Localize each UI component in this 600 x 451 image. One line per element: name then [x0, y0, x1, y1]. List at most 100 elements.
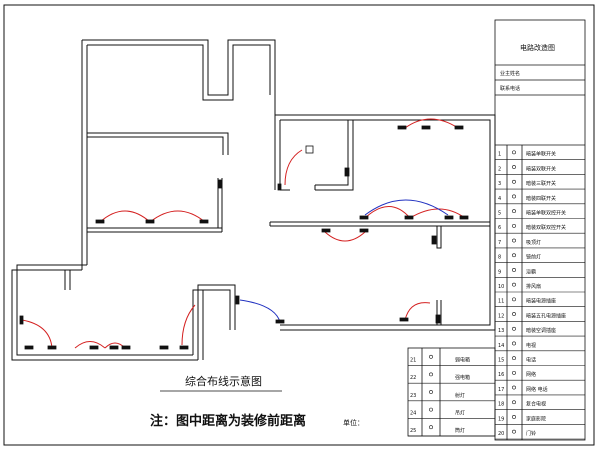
legend-row: 11 暗装电源插座 — [495, 297, 585, 308]
legend-label: 暗装五孔电源插座 — [526, 312, 566, 319]
legend-row: 10 排风扇 — [495, 282, 585, 293]
legend-row: 1 暗装单联开关 — [495, 150, 585, 160]
legend-symbol-icon — [429, 372, 433, 377]
legend-row: 17 网络 电话 — [495, 385, 585, 396]
legend-row: 22 强电箱 — [408, 372, 495, 384]
legend-row: 18 复合电视 — [495, 400, 585, 410]
legend-number: 17 — [498, 387, 504, 393]
legend-symbol-icon — [512, 282, 516, 287]
legend-table-left — [407, 347, 496, 437]
legend-label: 浴霸 — [526, 268, 536, 275]
legend-number: 15 — [498, 358, 504, 364]
legend-row: 15 电话 — [495, 356, 585, 366]
legend-symbol-icon — [512, 253, 516, 258]
legend-row: 5 暗装单联双控开关 — [495, 209, 585, 219]
legend-number: 18 — [498, 402, 504, 408]
legend-symbol-icon — [512, 209, 516, 214]
legend-symbol-icon — [512, 400, 516, 405]
legend-symbol-icon — [512, 356, 516, 361]
legend-label: 门铃 — [526, 430, 536, 437]
legend-label: 网络 — [526, 371, 536, 378]
legend-row: 25 筒灯 — [408, 425, 495, 437]
legend-row: 7 吸顶灯 — [495, 238, 585, 249]
legend-number: 4 — [498, 196, 501, 202]
walls — [11, 39, 496, 361]
legend-number: 5 — [498, 211, 501, 217]
legend-row: 6 暗装双联双控开关 — [495, 223, 585, 234]
legend-label: 电话 — [526, 357, 536, 364]
legend-row: 8 镜前灯 — [495, 253, 585, 263]
legend-symbol-icon — [512, 238, 516, 243]
legend-number: 7 — [498, 240, 501, 246]
legend-label: 吊灯 — [455, 409, 465, 416]
legend-symbol-icon — [512, 429, 516, 434]
legend-symbol-icon — [512, 415, 516, 419]
title-block — [494, 19, 586, 441]
legend-symbol-icon — [512, 385, 516, 390]
legend-number: 24 — [410, 410, 416, 416]
legend-symbol-icon — [512, 341, 516, 346]
legend-symbol-icon — [512, 150, 516, 155]
legend-number: 19 — [498, 416, 504, 422]
legend-row: 3 暗装三联开关 — [495, 179, 585, 190]
legend-number: 6 — [498, 225, 501, 231]
legend-number: 1 — [498, 152, 501, 158]
legend-number: 11 — [498, 299, 504, 305]
legend-symbol-icon — [429, 407, 433, 412]
legend-symbol-icon — [512, 268, 516, 272]
unit-label: 单位： — [343, 418, 364, 427]
legend-label: 家庭影院 — [526, 415, 546, 422]
legend-row: 4 暗装四联开关 — [495, 194, 585, 205]
legend-symbol-icon — [512, 179, 516, 184]
legend-row: 24 吊灯 — [408, 407, 495, 419]
legend-number: 3 — [498, 181, 501, 187]
legend-symbol-icon — [512, 326, 516, 331]
legend-number: 25 — [410, 428, 416, 434]
fixtures — [19, 125, 469, 350]
legend-label: 吸顶灯 — [526, 239, 541, 246]
legend-label: 暗装单联双控开关 — [526, 210, 566, 217]
drawing-name: 电路改造图 — [520, 43, 555, 52]
distance-note: 注：图中距离为装修前距离 — [150, 413, 306, 429]
legend-label: 镜前灯 — [526, 254, 541, 261]
legend-label: 网络 电话 — [526, 386, 548, 393]
legend-label: 强电箱 — [455, 374, 470, 381]
legend-number: 23 — [410, 393, 416, 399]
legend-label: 弱电箱 — [455, 357, 470, 364]
legend-symbol-icon — [512, 194, 516, 199]
legend-label: 暗装三联开关 — [526, 180, 556, 187]
legend-number: 10 — [498, 284, 504, 290]
legend-row: 23 射灯 — [408, 390, 495, 402]
legend-symbol-icon — [429, 390, 433, 394]
legend-symbol-icon — [512, 165, 516, 169]
legend-label: 暗装空调插座 — [526, 327, 556, 334]
legend-symbol-icon — [512, 312, 516, 316]
power-wiring — [21, 118, 466, 349]
legend-label: 筒灯 — [455, 427, 465, 434]
legend-label: 排风扇 — [526, 283, 541, 290]
legend-number: 9 — [498, 269, 501, 275]
legend-row: 19 家庭影院 — [495, 415, 585, 425]
legend-number: 20 — [498, 431, 504, 437]
drawing-frame — [3, 4, 595, 446]
legend-label: 暗装单联开关 — [526, 151, 556, 158]
legend-number: 8 — [498, 255, 501, 261]
legend-label: 射灯 — [455, 392, 465, 399]
legend-label: 暗装四联开关 — [526, 195, 556, 202]
contact-phone-label: 联系电话 — [500, 85, 520, 92]
legend-label: 暗装双联双控开关 — [526, 224, 566, 231]
legend-number: 22 — [410, 375, 416, 381]
legend-number: 2 — [498, 166, 501, 172]
legend-label: 复合电视 — [526, 401, 546, 408]
legend-row: 9 浴霸 — [495, 268, 585, 278]
legend-label: 暗装电源插座 — [526, 298, 556, 305]
